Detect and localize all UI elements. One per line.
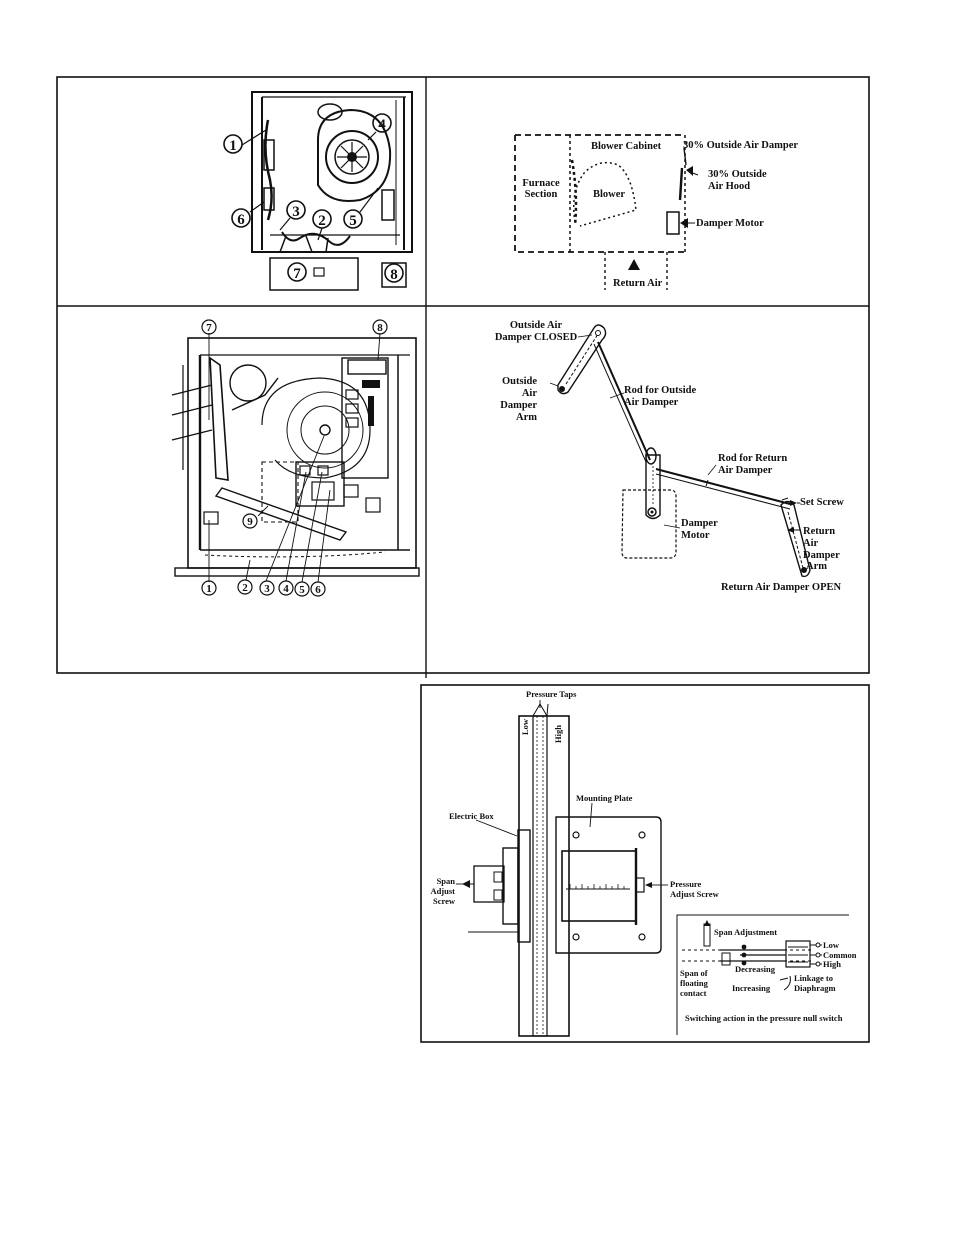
callout-5: 5 <box>349 213 357 229</box>
callout-circle <box>384 263 404 283</box>
callout-circle <box>294 581 310 597</box>
callout-3: 3 <box>264 583 270 595</box>
callout-circle <box>287 262 307 282</box>
label-furnace-section-2: Section <box>525 189 558 200</box>
callout-3: 3 <box>292 204 300 220</box>
label-span-floating-2: floating <box>680 978 709 988</box>
label-high-tap: High <box>553 725 563 743</box>
callout-8: 8 <box>390 267 398 283</box>
label-outside-damper-closed-2: Damper CLOSED <box>495 332 578 343</box>
label-inset-common: Common <box>823 950 857 960</box>
label-rod-outside-1: Rod for Outside <box>624 385 696 396</box>
label-linkage-1: Linkage to <box>794 973 833 983</box>
label-linkage-2: Diaphragm <box>794 983 836 993</box>
label-ra-arm-4: Arm <box>806 561 827 572</box>
label-ra-arm-3: Damper <box>803 550 840 561</box>
panel1-cabinet-drawing: 1 2 3 4 5 6 7 8 <box>223 91 413 291</box>
callout-circle <box>278 580 294 596</box>
label-span-adjust-1: Span <box>437 876 456 886</box>
label-span-floating-3: contact <box>680 988 707 998</box>
label-outside-air-hood-2: Air Hood <box>708 181 750 192</box>
label-span-adjust-3: Screw <box>433 896 456 906</box>
callout-7: 7 <box>206 322 212 334</box>
label-set-screw: Set Screw <box>800 497 844 508</box>
label-oa-arm-4: Arm <box>516 412 537 423</box>
label-outside-air-hood-1: 30% Outside <box>708 169 767 180</box>
label-damper-motor-1: Damper <box>681 518 718 529</box>
label-damper-motor: Damper Motor <box>696 218 764 229</box>
callout-6: 6 <box>315 584 321 596</box>
panel2-schematic: Blower Cabinet 30% Outside Air Damper Fu… <box>514 134 798 290</box>
label-return-air: Return Air <box>613 278 663 289</box>
callout-2: 2 <box>242 582 248 594</box>
callout-6: 6 <box>237 212 245 228</box>
label-ra-arm-1: Return <box>803 526 835 537</box>
callout-circle <box>312 209 332 229</box>
callout-2: 2 <box>318 213 326 229</box>
label-inset-high: High <box>823 959 841 969</box>
callout-circle <box>372 113 392 133</box>
callout-circle <box>237 579 253 595</box>
label-electric-box: Electric Box <box>449 811 494 821</box>
label-oa-arm-2: Air <box>522 388 538 399</box>
label-oa-arm-3: Damper <box>500 400 537 411</box>
label-inset-caption: Switching action in the pressure null sw… <box>685 1013 843 1023</box>
panel3-cabinet-drawing: 7 8 9 1 2 3 4 5 6 <box>171 319 420 597</box>
label-return-damper-open: Return Air Damper OPEN <box>721 582 841 593</box>
inset-switching-action: Span Adjustment Low Common High Decreasi… <box>676 914 857 1035</box>
callout-circle <box>310 581 326 597</box>
label-damper-motor-2: Motor <box>681 530 710 541</box>
label-pressure-adjust-2: Adjust Screw <box>670 889 720 899</box>
label-span-adjustment: Span Adjustment <box>714 927 777 937</box>
panel4-linkage-drawing: Outside Air Damper CLOSED Outside Air Da… <box>495 320 844 593</box>
callout-circle <box>343 209 363 229</box>
label-rod-return-2: Air Damper <box>718 465 773 476</box>
callout-9: 9 <box>247 516 253 528</box>
callout-4: 4 <box>378 117 386 133</box>
label-pressure-adjust-1: Pressure <box>670 879 702 889</box>
label-inset-low: Low <box>823 940 840 950</box>
label-blower: Blower <box>593 189 625 200</box>
label-mounting-plate: Mounting Plate <box>576 793 633 803</box>
callout-circle <box>201 580 217 596</box>
callout-circle <box>223 134 243 154</box>
label-increasing: Increasing <box>732 983 771 993</box>
top-grid-frame <box>56 76 870 678</box>
label-furnace-section-1: Furnace <box>522 178 560 189</box>
label-low-tap: Low <box>520 718 530 735</box>
label-span-adjust-2: Adjust <box>430 886 455 896</box>
callout-circle <box>242 513 258 529</box>
callout-8: 8 <box>377 322 383 334</box>
label-pressure-taps: Pressure Taps <box>526 689 577 699</box>
label-rod-return-1: Rod for Return <box>718 453 787 464</box>
panel5-pressure-switch: Pressure Taps Low High Mounting Plate El… <box>420 684 870 1043</box>
scale-ticks <box>569 884 625 889</box>
callout-1: 1 <box>206 583 212 595</box>
panel1-callouts: 1 2 3 4 5 6 7 8 <box>223 113 404 283</box>
callout-circle <box>231 208 251 228</box>
callout-circle <box>286 200 306 220</box>
label-decreasing: Decreasing <box>735 964 776 974</box>
label-blower-cabinet: Blower Cabinet <box>591 141 662 152</box>
callout-1: 1 <box>229 138 237 154</box>
callout-circle <box>201 319 217 335</box>
label-outside-air-damper: 30% Outside Air Damper <box>683 140 798 151</box>
callout-circle <box>372 319 388 335</box>
label-rod-outside-2: Air Damper <box>624 397 679 408</box>
label-ra-arm-2: Air <box>803 538 819 549</box>
label-oa-arm-1: Outside <box>502 376 537 387</box>
panel3-callouts: 7 8 9 1 2 3 4 5 6 <box>201 319 388 597</box>
label-span-floating-1: Span of <box>680 968 708 978</box>
label-outside-damper-closed-1: Outside Air <box>510 320 563 331</box>
callout-7: 7 <box>293 266 301 282</box>
callout-4: 4 <box>283 583 289 595</box>
callout-5: 5 <box>299 584 305 596</box>
callout-circle <box>259 580 275 596</box>
